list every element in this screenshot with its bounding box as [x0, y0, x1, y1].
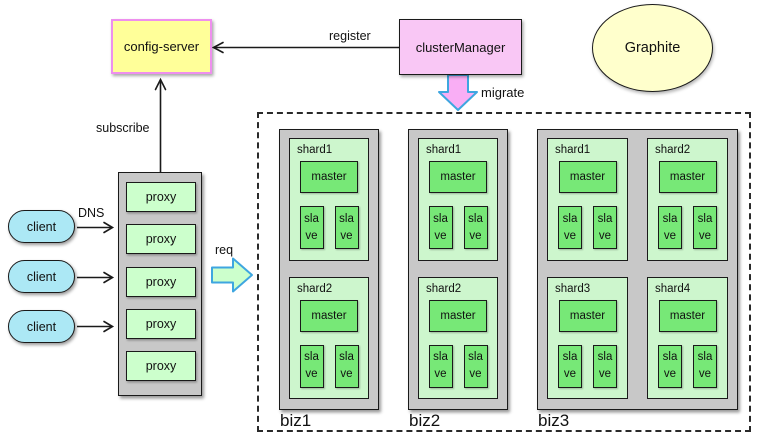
slave-node: slave: [428, 206, 453, 249]
shard-label: shard1: [297, 144, 333, 156]
slave-node: slave: [463, 206, 488, 249]
shard-label: shard2: [655, 144, 691, 156]
graphite-node: Graphite: [592, 4, 713, 92]
slave-node: slave: [558, 344, 582, 388]
biz-label-biz1: biz1: [280, 411, 312, 430]
slave-node: slave: [693, 206, 717, 249]
slave-node: slave: [299, 344, 324, 388]
proxy-node-5: proxy: [126, 351, 196, 381]
shard-shard2: shard2 master slave slave: [647, 138, 728, 261]
shard-label: shard2: [297, 282, 333, 295]
shard-shard1: shard1 master slave slave: [289, 138, 369, 261]
slave-group: slave slave: [648, 206, 727, 249]
shard-label: shard1: [426, 144, 462, 156]
master-node: master: [658, 299, 717, 332]
shard-shard2: shard2 master slave slave: [418, 276, 498, 399]
master-node: master: [658, 161, 717, 193]
slave-group: slave slave: [548, 206, 627, 249]
client-arrow-2-head: [103, 271, 115, 284]
shard-label: shard4: [655, 282, 691, 295]
req-label: req: [215, 243, 234, 257]
slave-node: slave: [658, 344, 682, 388]
proxy-node-2: proxy: [126, 224, 196, 255]
shard-shard2: shard2 master slave slave: [289, 276, 369, 399]
slave-group: slave slave: [648, 344, 727, 388]
slave-group: slave slave: [290, 206, 368, 249]
master-node: master: [300, 299, 358, 332]
cluster-manager-node: clusterManager: [399, 19, 522, 75]
shard-label: shard2: [426, 282, 462, 295]
migrate-label: migrate: [481, 85, 525, 100]
migrate-block-arrow: [438, 74, 478, 111]
client-arrow-3-head: [103, 320, 115, 333]
shard-label: shard1: [555, 144, 591, 156]
req-block-arrow: [211, 257, 253, 293]
register-arrowhead: [211, 41, 224, 54]
slave-node: slave: [428, 344, 453, 388]
slave-group: slave slave: [419, 206, 497, 249]
dns-label: DNS: [78, 206, 105, 220]
slave-node: slave: [463, 344, 488, 388]
shard-shard1: shard1 master slave slave: [418, 138, 498, 261]
master-node: master: [558, 299, 617, 332]
proxy-node-1: proxy: [126, 182, 196, 212]
proxy-stack: proxy proxy proxy proxy proxy: [118, 172, 202, 396]
proxy-node-3: proxy: [126, 266, 196, 297]
slave-node: slave: [334, 206, 359, 249]
client-node-1: client: [8, 210, 75, 243]
master-node: master: [300, 161, 358, 193]
slave-node: slave: [593, 206, 617, 249]
slave-node: slave: [593, 344, 617, 388]
shard-label: shard3: [555, 282, 591, 295]
master-node: master: [429, 161, 487, 193]
subscribe-label: subscribe: [96, 121, 150, 135]
config-server-node: config-server: [111, 19, 212, 74]
client-node-3: client: [8, 310, 75, 343]
subscribe-arrowhead: [154, 77, 167, 91]
client-group: client client client: [8, 210, 75, 343]
client-node-2: client: [8, 260, 75, 293]
proxy-node-4: proxy: [126, 308, 196, 339]
master-node: master: [429, 299, 487, 332]
slave-group: slave slave: [290, 344, 368, 388]
slave-group: slave slave: [548, 344, 627, 388]
register-label: register: [329, 29, 371, 43]
biz-label-biz3: biz3: [538, 411, 570, 430]
slave-node: slave: [558, 206, 582, 249]
slave-node: slave: [299, 206, 324, 249]
slave-node: slave: [693, 344, 717, 388]
master-node: master: [558, 161, 617, 193]
client-arrow-1-head: [103, 221, 115, 234]
slave-group: slave slave: [419, 344, 497, 388]
slave-node: slave: [658, 206, 682, 249]
shard-shard4: shard4 master slave slave: [647, 276, 728, 399]
shard-shard1: shard1 master slave slave: [547, 138, 628, 261]
slave-node: slave: [334, 344, 359, 388]
shard-shard3: shard3 master slave slave: [547, 276, 628, 399]
biz-label-biz2: biz2: [409, 411, 441, 430]
